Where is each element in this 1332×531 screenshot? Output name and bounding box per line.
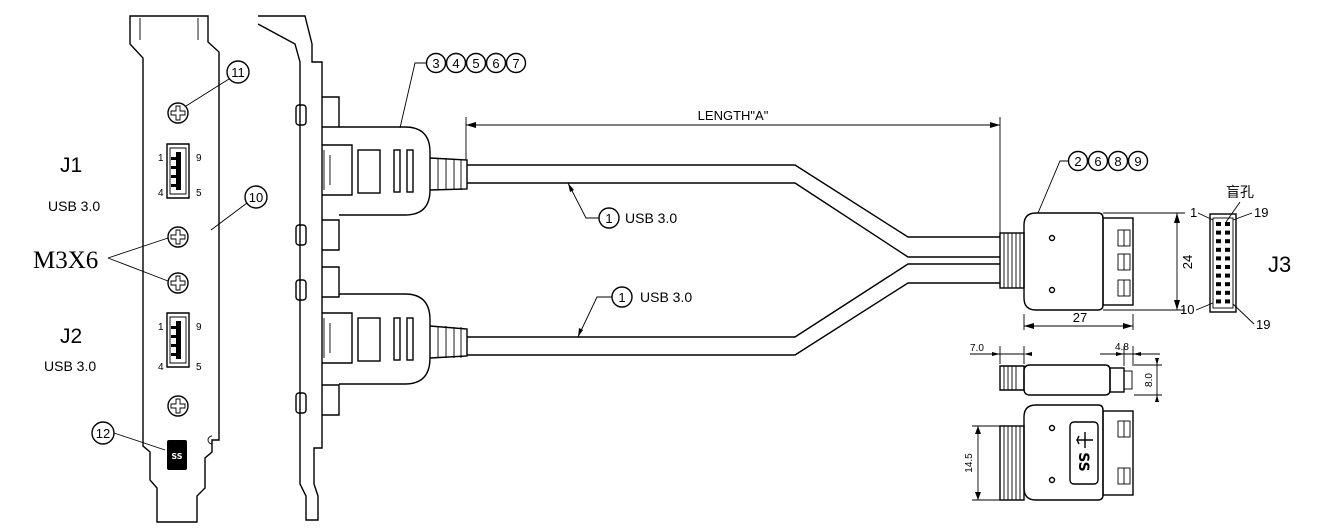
callout-12: 12 [91, 421, 166, 451]
usb-a-port-icon [166, 143, 190, 199]
callout-group-top: 3 4 5 6 7 [399, 52, 527, 129]
bracket-front-view: SS [129, 15, 220, 523]
j2-labels: J2 USB 3.0 1 9 4 5 [44, 322, 202, 374]
header-pin [1216, 299, 1221, 304]
usb-ss-logo-icon: SS [1069, 421, 1099, 485]
callout-10: 10 [210, 185, 268, 231]
j2-label: J2 [60, 325, 82, 348]
svg-text:2: 2 [1074, 154, 1081, 169]
j1-label: J1 [60, 154, 82, 177]
j3-pin-19-bottom: 19 [1256, 317, 1270, 332]
callout-group-right: 2 6 8 9 [1037, 150, 1149, 214]
header-pin [1225, 282, 1230, 287]
j1-labels: J1 USB 3.0 1 9 4 5 [48, 153, 202, 214]
screw-icon [167, 226, 189, 248]
svg-text:8.0: 8.0 [1144, 373, 1155, 387]
svg-text:4.8: 4.8 [1115, 342, 1129, 353]
header-plug-side-view: 7.0 4.8 8.0 [970, 342, 1162, 402]
header-pin [1225, 265, 1230, 269]
svg-text:8: 8 [1114, 154, 1121, 169]
header-pin-face: 盲孔 1 19 10 19 J3 [1180, 184, 1291, 332]
length-dimension: LENGTH"A" [465, 108, 1001, 236]
svg-text:5: 5 [472, 56, 479, 71]
usb-connector-top [322, 96, 468, 251]
svg-text:3: 3 [432, 56, 439, 71]
screw-icon [167, 272, 189, 294]
header-pin [1225, 222, 1230, 226]
j1-pin-4: 4 [158, 188, 164, 199]
header-pin [1216, 273, 1221, 278]
usb-a-port-icon [166, 312, 190, 368]
dimension-height-24: 24 [1103, 212, 1195, 311]
usb-connector-bottom [322, 266, 468, 416]
header-pin [1225, 256, 1230, 261]
header-pin [1225, 273, 1230, 278]
header-pin [1216, 256, 1221, 261]
j3-pin-10: 10 [1180, 302, 1194, 317]
bracket-side-view [257, 15, 323, 521]
j2-pin-1: 1 [158, 322, 164, 333]
header-pin [1225, 239, 1230, 244]
header-plug-bottom-view: SS 14.5 [964, 404, 1134, 501]
svg-text:14.5: 14.5 [964, 453, 975, 473]
svg-text:1: 1 [618, 290, 625, 305]
screw-icon [167, 395, 189, 417]
length-label: LENGTH"A" [698, 108, 769, 123]
j3-pin-1: 1 [1190, 205, 1197, 220]
svg-text:7: 7 [512, 56, 519, 71]
screw-icon [167, 102, 189, 124]
header-pin [1225, 247, 1230, 252]
svg-text:6: 6 [492, 56, 499, 71]
j2-type-label: USB 3.0 [44, 358, 96, 374]
header-plug-top-view [999, 212, 1134, 311]
j1-pin-5: 5 [196, 188, 202, 199]
callout-11: 11 [185, 60, 250, 107]
header-pin [1225, 230, 1230, 235]
svg-text:SS: SS [171, 452, 182, 461]
cable-paths [467, 164, 1000, 356]
header-pin [1216, 239, 1221, 244]
svg-text:4: 4 [452, 56, 459, 71]
svg-text:6: 6 [1094, 154, 1101, 169]
j1-pin-9: 9 [196, 153, 202, 164]
header-pin [1216, 222, 1221, 226]
header-pin [1225, 299, 1230, 304]
callout-cable-2: 1 USB 3.0 [577, 286, 692, 338]
svg-text:24: 24 [1180, 255, 1195, 269]
screw-spec-label: M3X6 [33, 247, 98, 274]
blind-hole-label: 盲孔 [1226, 184, 1254, 201]
j3-label: J3 [1268, 252, 1291, 277]
header-pin [1225, 290, 1230, 295]
j2-pin-5: 5 [196, 362, 202, 373]
dimension-width-27: 27 [1023, 310, 1134, 330]
header-pin [1216, 290, 1221, 295]
j1-pin-1: 1 [158, 153, 164, 164]
cable-1-type: USB 3.0 [625, 210, 677, 226]
header-pin [1216, 282, 1221, 287]
j2-pin-9: 9 [196, 322, 202, 333]
callout-cable-1: 1 USB 3.0 [567, 182, 677, 229]
svg-text:7.0: 7.0 [970, 343, 984, 354]
j1-type-label: USB 3.0 [48, 198, 100, 214]
svg-text:10: 10 [249, 190, 263, 205]
header-pin [1216, 230, 1221, 235]
svg-text:27: 27 [1073, 310, 1087, 325]
header-pin [1216, 247, 1221, 252]
j2-pin-4: 4 [158, 362, 164, 373]
usb-ss-logo-icon: SS [167, 440, 187, 470]
svg-text:12: 12 [96, 426, 110, 441]
header-pin [1216, 265, 1221, 269]
j3-pin-19-top: 19 [1254, 205, 1268, 220]
svg-text:SS: SS [1075, 452, 1091, 472]
svg-text:1: 1 [605, 211, 612, 226]
svg-text:9: 9 [1134, 154, 1141, 169]
svg-text:11: 11 [231, 65, 245, 80]
cable-2-type: USB 3.0 [640, 289, 692, 305]
